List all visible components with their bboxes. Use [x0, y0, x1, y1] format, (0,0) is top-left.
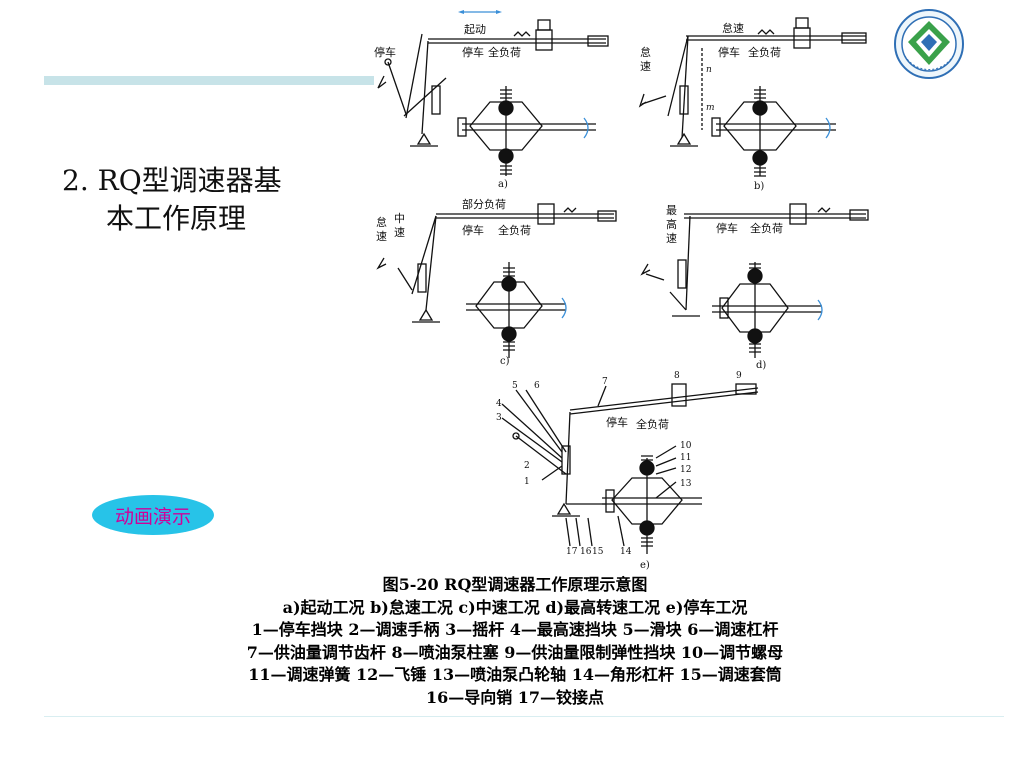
caption-line-3: 7—供油量调节齿杆 8—喷油泵柱塞 9—供油量限制弹性挡块 10—调节螺母: [246, 642, 784, 662]
caption-line-1: a)起动工况 b)怠速工况 c)中速工况 d)最高转速工况 e)停车工况: [282, 597, 748, 617]
panel-a-top-label: 起动: [464, 23, 486, 36]
panel-c-tag: c): [500, 356, 510, 367]
panel-e-num-14: 14: [620, 547, 632, 557]
panel-b-side-label-1: 怠: [640, 45, 651, 59]
figure-caption: 图5-20 RQ型调速器工作原理示意图 a)起动工况 b)怠速工况 c)中速工况…: [150, 574, 880, 709]
title-accent-bar: [44, 76, 374, 85]
panel-a: [377, 10, 609, 176]
animation-demo-button[interactable]: 动画演示: [92, 495, 214, 535]
panel-e: [501, 383, 759, 554]
panel-b-side-label-2: 速: [640, 60, 651, 73]
panel-c-top-label: 部分负荷: [462, 197, 506, 211]
slide-heading: 2. RQ型调速器基 本工作原理: [62, 162, 282, 238]
panel-a-side-label: 停车: [374, 45, 396, 59]
panel-a-full-label: 全负荷: [488, 45, 521, 59]
panel-e-stop-label: 停车: [606, 415, 628, 429]
caption-line-4: 11—调速弹簧 12—飞锤 13—喷油泵凸轮轴 14—角形杠杆 15—调速套筒: [248, 665, 782, 684]
panel-e-num-2: 2: [524, 461, 530, 471]
panel-e-num-12: 12: [680, 465, 691, 475]
panel-e-tag: e): [640, 560, 650, 571]
panel-c-stop-label: 停车: [462, 223, 484, 237]
governor-diagram: 起动 停车 全负荷 停车 a) 怠速 停车 全负荷 怠 速 n m b): [366, 6, 872, 572]
panel-d-full-label: 全负荷: [750, 221, 783, 235]
panel-e-num-4: 4: [496, 399, 502, 409]
university-logo: [894, 9, 964, 79]
heading-line-2: 本工作原理: [106, 202, 247, 235]
panel-e-num-16: 16: [580, 547, 592, 557]
panel-c-side-label-2: 速: [376, 230, 387, 243]
heading-line-1: 2. RQ型调速器基: [62, 164, 282, 197]
panel-e-num-5: 5: [512, 381, 518, 391]
panel-c-side-label-3: 中: [394, 212, 405, 225]
panel-e-num-10: 10: [680, 441, 692, 451]
panel-b-dim-m: m: [706, 103, 715, 113]
panel-c-side-label-4: 速: [394, 226, 405, 239]
panel-b-tag: b): [754, 181, 764, 192]
panel-b: [638, 17, 867, 177]
panel-e-num-17: 17: [566, 547, 578, 557]
panel-b-top-label: 怠速: [722, 21, 744, 35]
panel-e-num-11: 11: [680, 453, 691, 463]
panel-c: [376, 203, 617, 358]
panel-e-num-13: 13: [680, 479, 692, 489]
panel-b-stop-label: 停车: [718, 45, 740, 59]
panel-c-side-label-1: 怠: [376, 215, 387, 229]
panel-e-num-7: 7: [602, 377, 608, 387]
panel-b-dim-n: n: [706, 65, 712, 75]
panel-d-side-label-2: 高: [666, 217, 677, 231]
panel-c-full-label: 全负荷: [498, 223, 531, 237]
panel-e-num-3: 3: [496, 413, 502, 423]
caption-line-5: 16—导向销 17—铰接点: [425, 687, 605, 707]
panel-d: [640, 203, 869, 358]
footer-divider: [44, 716, 1004, 717]
panel-e-num-8: 8: [674, 371, 680, 381]
animation-demo-label: 动画演示: [114, 505, 191, 528]
panel-d-stop-label: 停车: [716, 221, 738, 235]
panel-b-full-label: 全负荷: [748, 45, 781, 59]
panel-d-side-label-1: 最: [666, 204, 677, 217]
panel-d-tag: d): [756, 360, 766, 371]
panel-e-full-label: 全负荷: [636, 417, 669, 431]
caption-title: 图5-20 RQ型调速器工作原理示意图: [382, 575, 648, 594]
panel-e-num-6: 6: [534, 381, 540, 391]
panel-a-tag: a): [498, 179, 508, 190]
panel-d-side-label-3: 速: [666, 232, 677, 245]
panel-e-num-9: 9: [736, 371, 742, 381]
panel-a-stop-label: 停车: [462, 45, 484, 59]
caption-line-2: 1—停车挡块 2—调速手柄 3—摇杆 4—最高速挡块 5—滑块 6—调速杠杆: [251, 620, 779, 639]
panel-e-num-15: 15: [592, 547, 604, 557]
panel-e-num-1: 1: [524, 477, 530, 487]
